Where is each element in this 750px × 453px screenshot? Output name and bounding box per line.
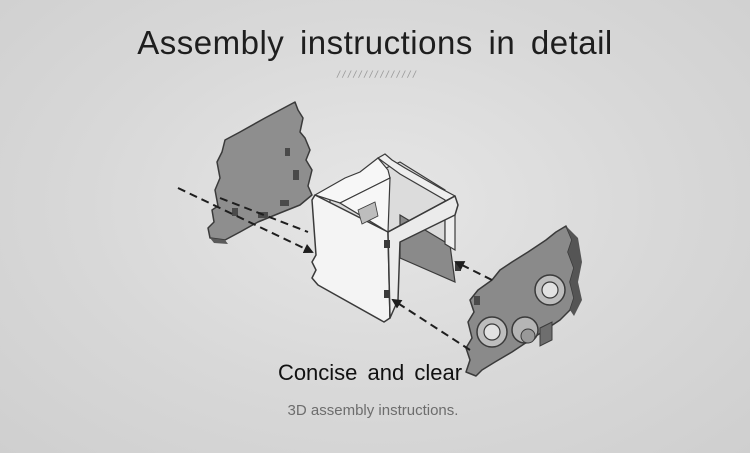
left-side-panel (207, 101, 313, 244)
page-title: Assembly instructions in detail (137, 24, 613, 61)
caption: 3D assembly instructions. (287, 402, 459, 419)
subtitle: Concise and clear (277, 360, 463, 385)
title-divider: /////////////// (336, 70, 418, 80)
arrow-right-lower (391, 298, 471, 351)
arrow-left-lower (219, 197, 309, 233)
guide-arrows (177, 187, 493, 351)
right-side-panel (465, 225, 582, 377)
center-box (311, 153, 461, 323)
arrow-left-upper (177, 187, 314, 254)
arrow-right-upper (454, 261, 493, 281)
